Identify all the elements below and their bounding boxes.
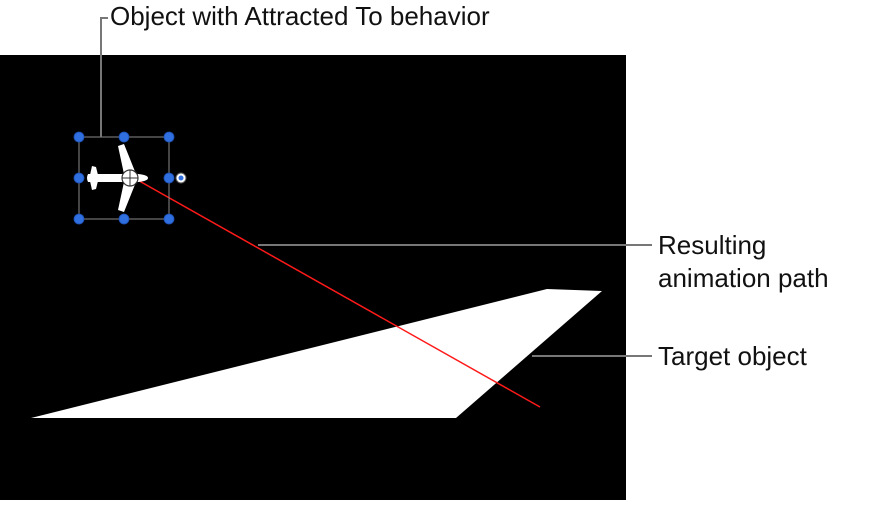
anchor-point-icon[interactable]	[121, 169, 139, 187]
handle-bottom-right[interactable]	[163, 213, 175, 225]
callout-object-label: Object with Attracted To behavior	[110, 0, 490, 33]
animation-path-line	[133, 177, 541, 408]
callout-target-label: Target object	[658, 340, 807, 373]
handle-middle-right[interactable]	[163, 172, 175, 184]
callout-object-text: Object with Attracted To behavior	[110, 1, 490, 31]
selection-handles[interactable]	[73, 131, 175, 225]
callout-target-text: Target object	[658, 341, 807, 371]
rotation-handle[interactable]	[175, 172, 187, 184]
handle-bottom-left[interactable]	[73, 213, 85, 225]
airplane-icon[interactable]	[87, 144, 148, 212]
callout-path-label: Resulting animation path	[658, 229, 829, 295]
leader-line-object	[100, 17, 108, 137]
handle-bottom-center[interactable]	[118, 213, 130, 225]
handle-middle-left[interactable]	[73, 172, 85, 184]
handle-top-left[interactable]	[73, 131, 85, 143]
canvas-viewer[interactable]	[0, 55, 626, 500]
target-object-shape[interactable]	[31, 289, 602, 418]
callout-path-line1: Resulting	[658, 230, 767, 260]
handle-top-right[interactable]	[163, 131, 175, 143]
handle-top-center[interactable]	[118, 131, 130, 143]
callout-path-line2: animation path	[658, 263, 829, 293]
